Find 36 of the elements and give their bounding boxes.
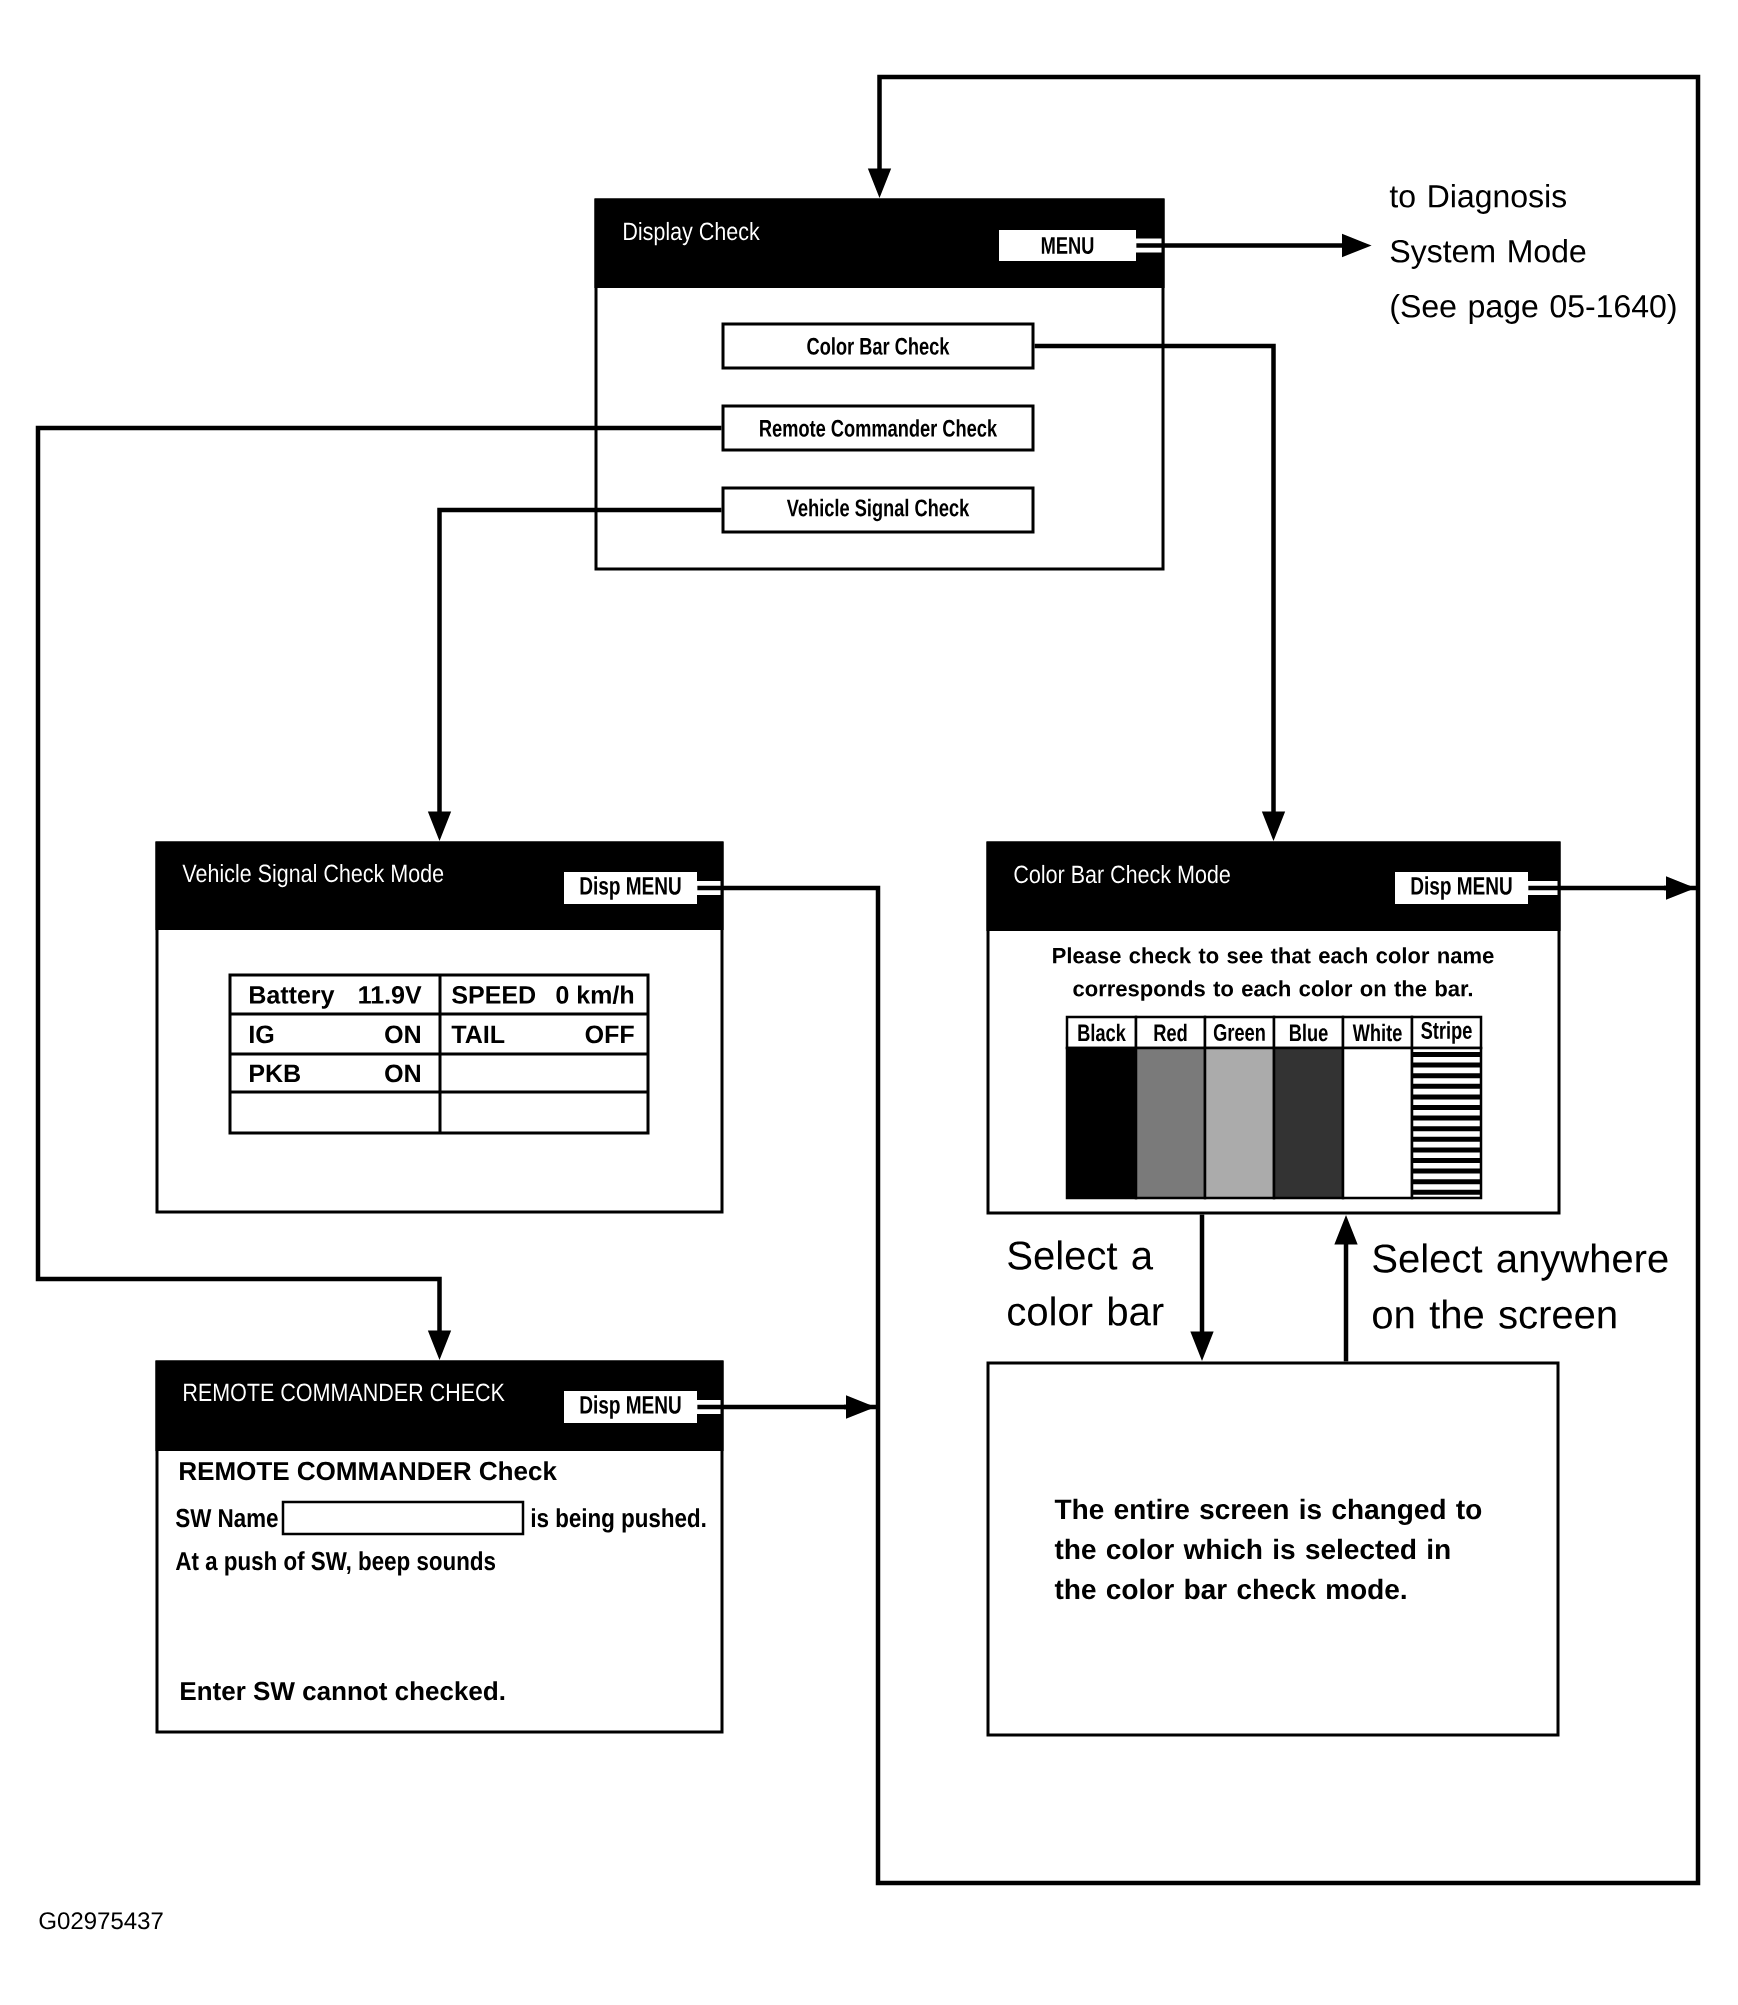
edge-label: Select a color bar bbox=[1004, 1238, 1184, 1328]
menu-button: Disp MENU bbox=[564, 1391, 697, 1423]
connector-line bbox=[875, 888, 1701, 1886]
color-name-cell: Stripe bbox=[1410, 1015, 1483, 1050]
menu-button: Disp MENU bbox=[564, 872, 697, 904]
status-text: is being pushed. bbox=[531, 1508, 706, 1533]
note-text: At a push of SW, beep sounds bbox=[175, 1551, 496, 1576]
menu-button: MENU bbox=[999, 230, 1136, 261]
option-button: Vehicle Signal Check bbox=[721, 486, 1035, 534]
color-name-cell: Red bbox=[1134, 1015, 1207, 1050]
note-text: to Diagnosis System Mode (See page 05-1640) bbox=[1389, 184, 1676, 324]
edge-label: Select anywhere on the screen bbox=[1369, 1241, 1684, 1331]
signal-name: Battery bbox=[250, 986, 335, 1009]
signal-value: 11.9V bbox=[359, 986, 422, 1004]
signal-value: 0 km/h bbox=[556, 985, 634, 1004]
signal-value: ON bbox=[385, 1064, 420, 1083]
section-heading: REMOTE COMMANDER Check bbox=[180, 1461, 557, 1481]
connector-line bbox=[697, 885, 881, 1407]
color-name-cell: White bbox=[1341, 1015, 1414, 1050]
note-text: Enter SW cannot checked. bbox=[181, 1681, 505, 1701]
color-name-cell: Blue bbox=[1272, 1015, 1345, 1050]
signal-name: TAIL bbox=[451, 1025, 505, 1043]
field-label: SW Name bbox=[176, 1508, 278, 1528]
option-button: Remote Commander Check bbox=[721, 404, 1035, 452]
menu-button: Disp MENU bbox=[1395, 872, 1528, 904]
instruction-text: Please check to see that each color name corresponds to each color on the bar. bbox=[1053, 947, 1494, 1001]
option-button: Color Bar Check bbox=[721, 322, 1035, 370]
signal-name: IG bbox=[250, 1025, 274, 1044]
signal-value: OFF bbox=[585, 1025, 634, 1044]
figure-code: G02975437 bbox=[39, 1912, 163, 1930]
signal-name: SPEED bbox=[452, 986, 536, 1004]
signal-value: ON bbox=[385, 1025, 420, 1044]
signal-name: PKB bbox=[250, 1064, 300, 1082]
color-name-cell: Black bbox=[1065, 1015, 1138, 1050]
color-name-cell: Green bbox=[1203, 1015, 1276, 1050]
message-box: The entire screen is changed to the color which is selected in the color bar check mode. bbox=[986, 1361, 1560, 1737]
